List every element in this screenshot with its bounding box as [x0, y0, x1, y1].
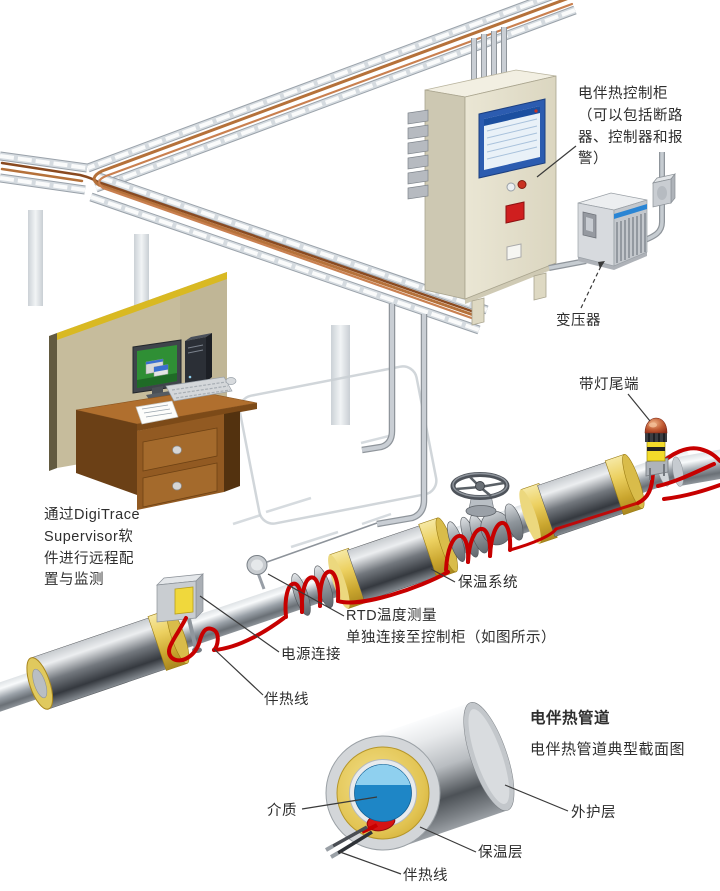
control-cabinet-label: 电伴热控制柜 （可以包括断路 器、控制器和报 警） [578, 86, 683, 168]
cabinet-leg [533, 272, 547, 301]
section-title: 电伴热管道 [530, 710, 611, 727]
control-cabinet-leader [536, 145, 577, 178]
partition-wall-top [57, 272, 227, 340]
desk-drawers [137, 414, 224, 510]
heat-trace-mid-leader [213, 648, 264, 696]
conduit-junction-box [652, 173, 676, 208]
outer-jacket-leader [504, 784, 569, 812]
rtd-sensor [246, 555, 268, 590]
cabinet-nameplate [506, 243, 522, 261]
cable-tray-stub [0, 151, 88, 195]
rtd-wire [266, 522, 378, 563]
tray-copper-cables [0, 0, 574, 323]
monitor [132, 339, 182, 401]
cable-tray-branch [89, 172, 489, 335]
cabinet-button-white [506, 182, 516, 192]
field-conduits [361, 304, 428, 528]
valve-handwheel-assembly [450, 472, 510, 517]
outer-jacket-label: 外护层 [571, 805, 616, 821]
insulated-section-1 [26, 609, 190, 710]
insulation-layer-label: 保温层 [478, 845, 523, 861]
power-connection-leader [199, 595, 280, 653]
medium-leader [301, 796, 378, 810]
heat-trace-bottom-leader [339, 851, 402, 875]
end-seal-leader [627, 393, 651, 422]
pc-tower [185, 333, 212, 386]
workstation [49, 272, 258, 510]
section-subtitle: 电伴热管道典型截面图 [530, 741, 686, 758]
transformer-unit [548, 152, 676, 271]
transformer-blue-stripe [614, 204, 647, 219]
background-streaks [232, 434, 392, 549]
mouse [225, 377, 237, 385]
insulation-layer-leader [419, 826, 477, 853]
transformer-label: 变压器 [556, 313, 601, 329]
power-connection-box [156, 573, 204, 653]
paper-document [135, 400, 179, 425]
insulated-section-2 [328, 517, 458, 609]
supervisor-software-label: 通过DigiTrace Supervisor软 件进行远程配 置与监测 [44, 507, 141, 589]
transformer-leader [580, 261, 605, 309]
medium-label: 介质 [267, 803, 297, 819]
end-seal-label: 带灯尾端 [579, 377, 639, 393]
transformer-vents [616, 213, 646, 263]
cabinet-red-switch [505, 201, 525, 224]
cabinet-screen [478, 98, 546, 179]
heat-trace-bottom-label: 伴热线 [403, 868, 448, 884]
leader-lines [199, 145, 651, 875]
cabinet-button-red [517, 180, 527, 189]
insulation-system-leader [430, 568, 456, 583]
pipe-cross-section [325, 702, 515, 859]
insulated-section-3 [519, 454, 645, 544]
terminal-boxes [407, 109, 429, 200]
cross-section-cable-leads [325, 825, 373, 859]
rtd-leader [267, 573, 345, 617]
power-connection-label: 电源连接 [281, 647, 341, 663]
lighted-end-seal [644, 417, 669, 480]
keyboard [165, 376, 233, 402]
rtd-label: RTD温度测量 单独连接至控制柜（如图所示） [346, 608, 556, 646]
cabinet-leg [471, 297, 485, 326]
heat-trace-cable [167, 446, 720, 663]
insulation-system-label: 保温系统 [458, 575, 518, 591]
heat-trace-mid-label: 伴热线 [264, 692, 309, 708]
control-cabinet [407, 69, 557, 326]
